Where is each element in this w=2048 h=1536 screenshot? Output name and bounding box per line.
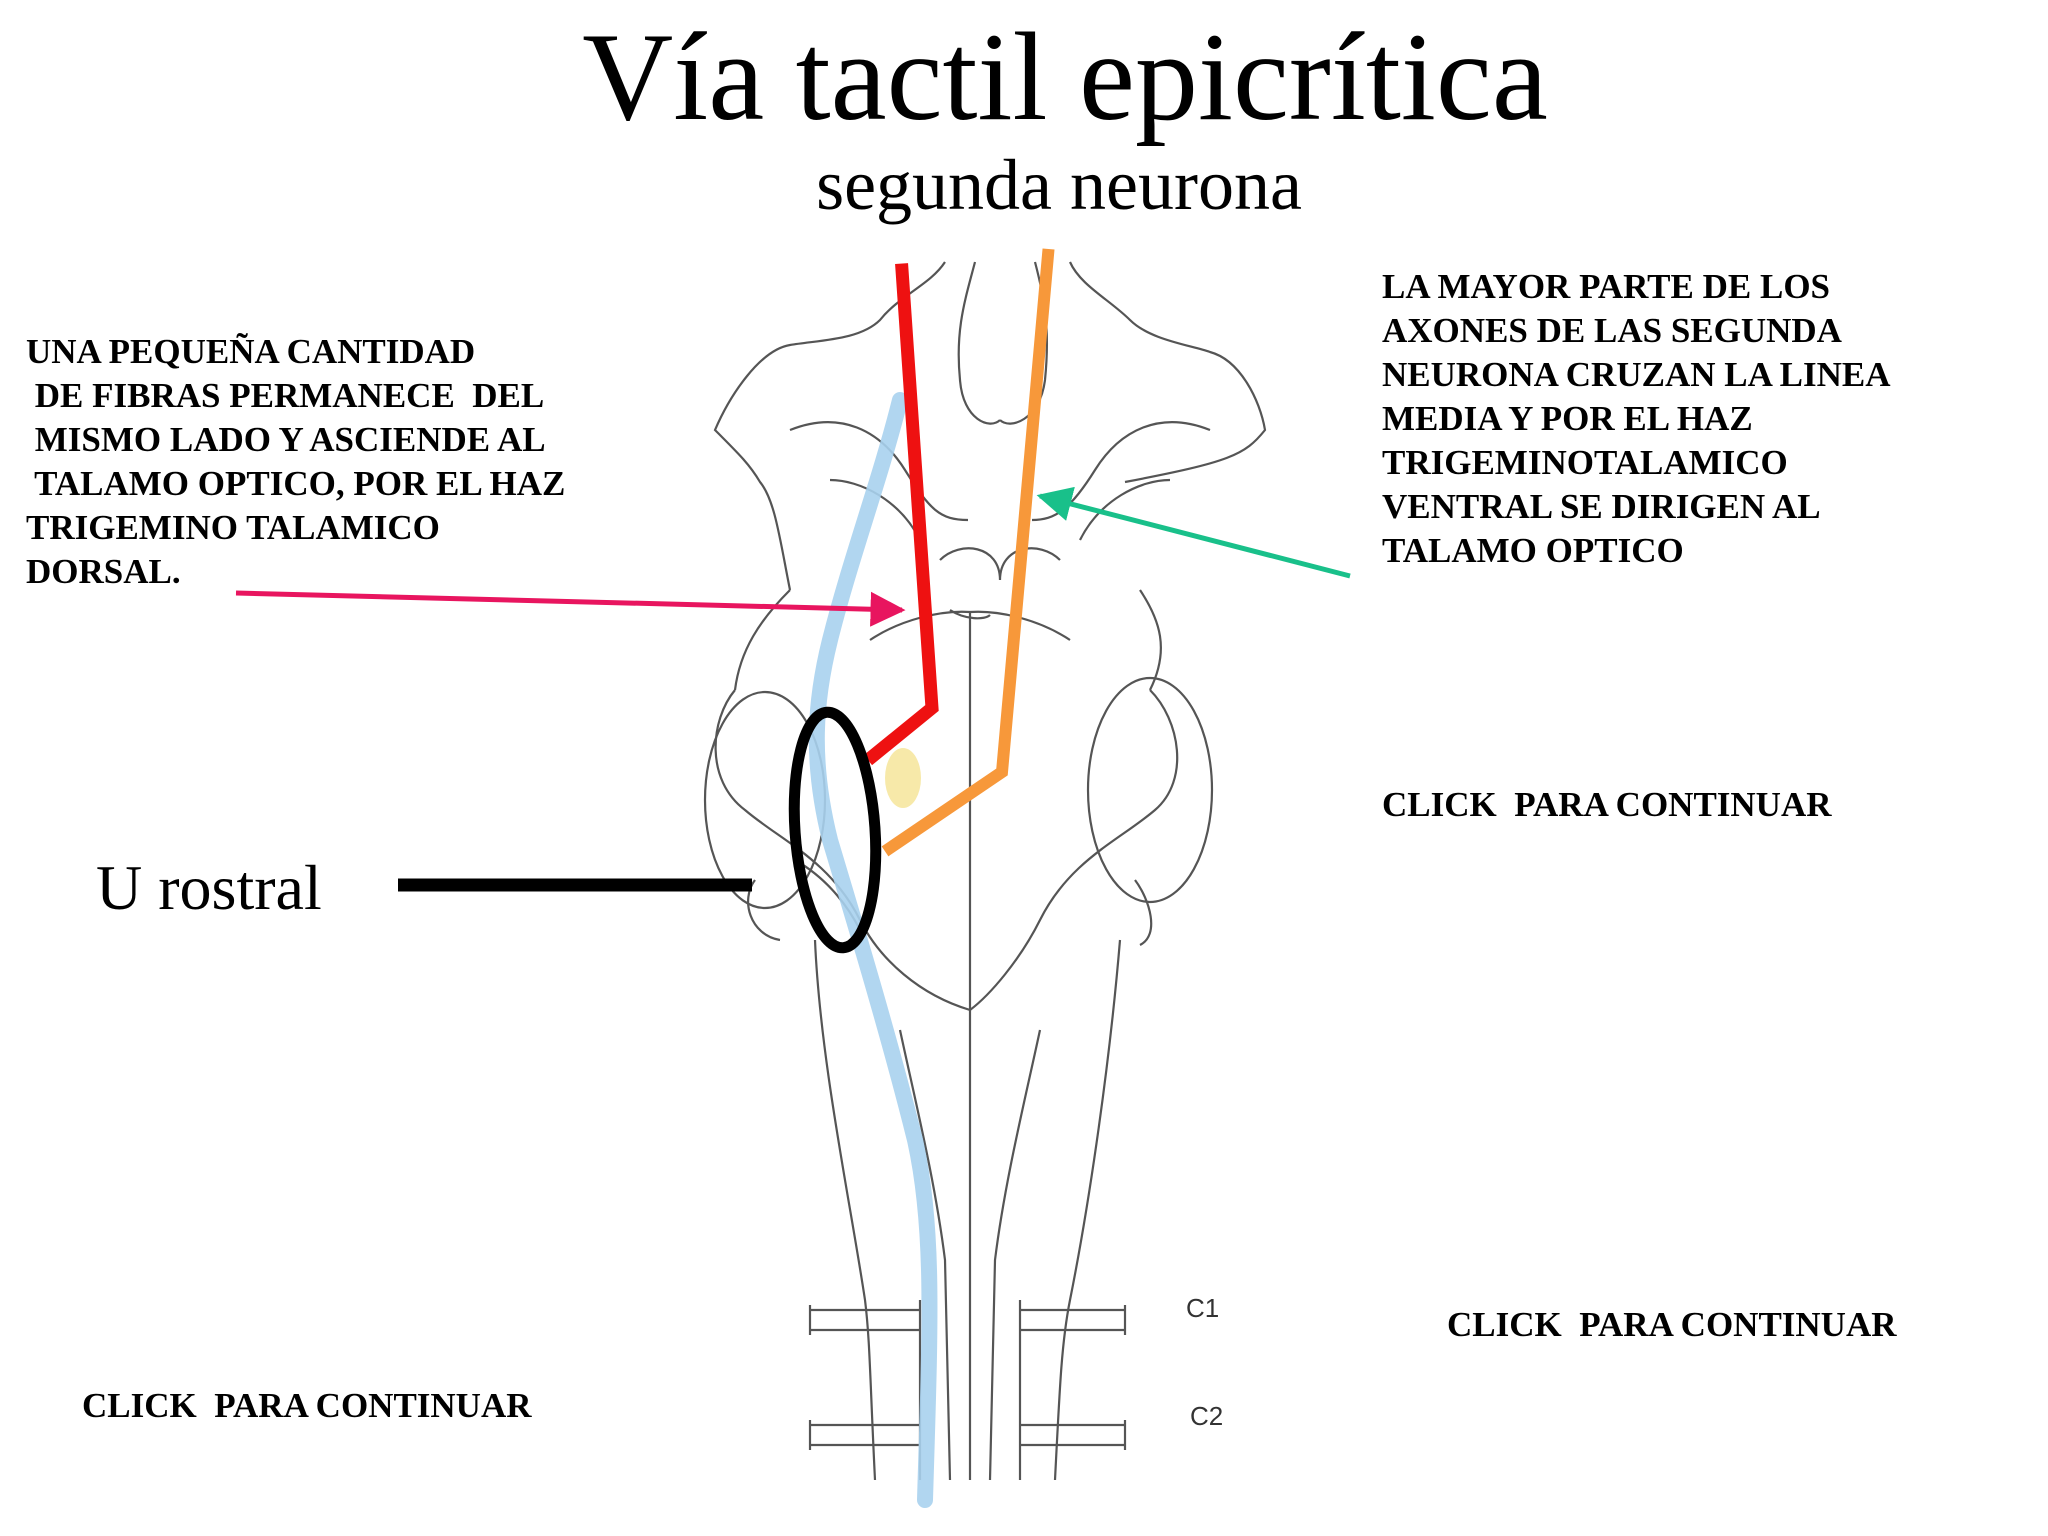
brainstem-outline (703, 261, 1267, 1481)
slide-title: Vía tactil epicrítica (582, 8, 1548, 147)
green-arrow (1036, 486, 1351, 579)
u-rostral-label: U rostral (96, 852, 322, 923)
click-continue-button-3[interactable]: CLICK PARA CONTINUAR (82, 1386, 532, 1425)
note-left-text: UNA PEQUEÑA CANTIDAD DE FIBRAS PERMANECE… (26, 332, 566, 591)
slide-subtitle: segunda neurona (816, 145, 1302, 225)
pink-arrow (235, 590, 906, 627)
sensory-nucleus (885, 748, 921, 808)
fiber-tract-blue (808, 392, 938, 1508)
level-label-c1: C1 (1186, 1293, 1219, 1323)
note-right-text: LA MAYOR PARTE DE LOS AXONES DE LAS SEGU… (1382, 267, 1891, 570)
click-continue-button-2[interactable]: CLICK PARA CONTINUAR (1447, 1305, 1897, 1344)
level-label-c2: C2 (1190, 1401, 1223, 1431)
u-rostral-ellipse (788, 706, 882, 954)
click-continue-button-1[interactable]: CLICK PARA CONTINUAR (1382, 785, 1832, 824)
ventral-tract-line (881, 248, 1055, 857)
dorsal-tract-line (863, 263, 939, 766)
